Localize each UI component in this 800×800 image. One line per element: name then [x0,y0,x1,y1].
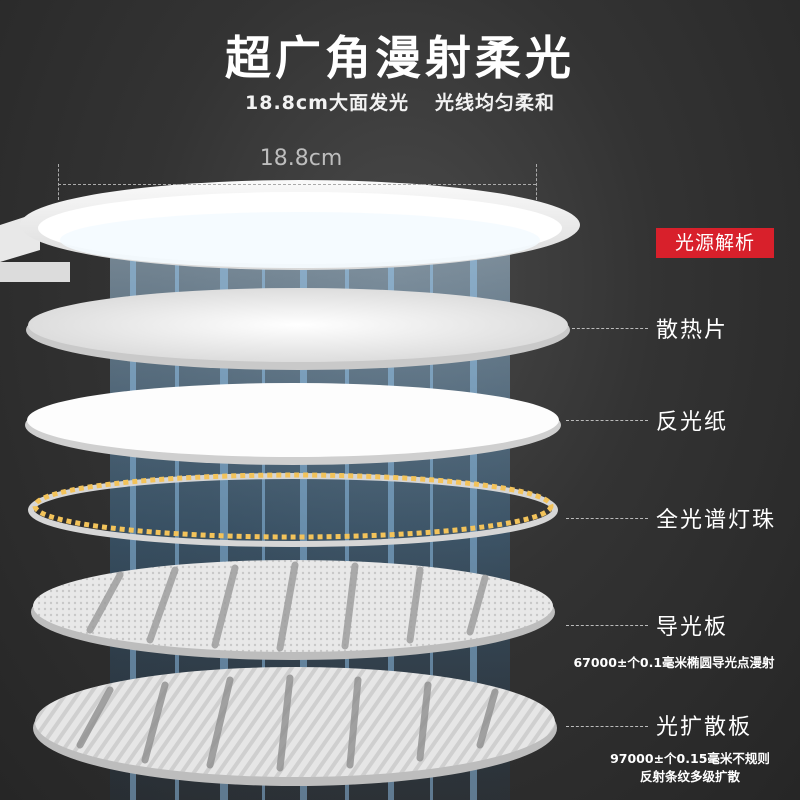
leader-diffuser [566,726,648,727]
dimension-tick-right [536,164,537,200]
label-led: 全光谱灯珠 [656,508,777,533]
light-guide-plate-layer [31,560,555,660]
label-diffuser: 光扩散板 [656,715,753,740]
subtitle: 18.8cm大面发光 光线均匀柔和 [0,88,800,115]
label-heat-sink: 散热片 [656,318,729,343]
note-diffuser-line2: 反射条纹多级扩散 [639,769,740,784]
dimension-tick-left [58,164,59,200]
subtitle-right: 光线均匀柔和 [434,92,555,114]
lamp-head [0,180,580,282]
light-source-badge: 光源解析 [656,228,774,258]
note-diffuser-line1: 97000±个0.15毫米不规则 [610,751,770,766]
leader-reflector [566,420,648,421]
diffuser-layer [33,667,557,786]
label-reflector: 反光纸 [656,410,729,435]
note-light-guide: 67000±个0.1毫米椭圆导光点漫射 [573,655,775,670]
leader-heat-sink [572,328,648,329]
dimension-label: 18.8cm [259,146,343,171]
leader-light-guide [566,625,648,626]
subtitle-left: 18.8cm大面发光 [245,92,409,114]
label-light-guide: 导光板 [656,615,729,640]
leader-led [566,518,648,519]
led-ring-layer [28,472,558,547]
heat-sink-layer [26,288,570,370]
page-title: 超广角漫射柔光 [225,31,575,85]
dimension-line [58,184,536,185]
reflector-paper-layer [25,383,561,465]
